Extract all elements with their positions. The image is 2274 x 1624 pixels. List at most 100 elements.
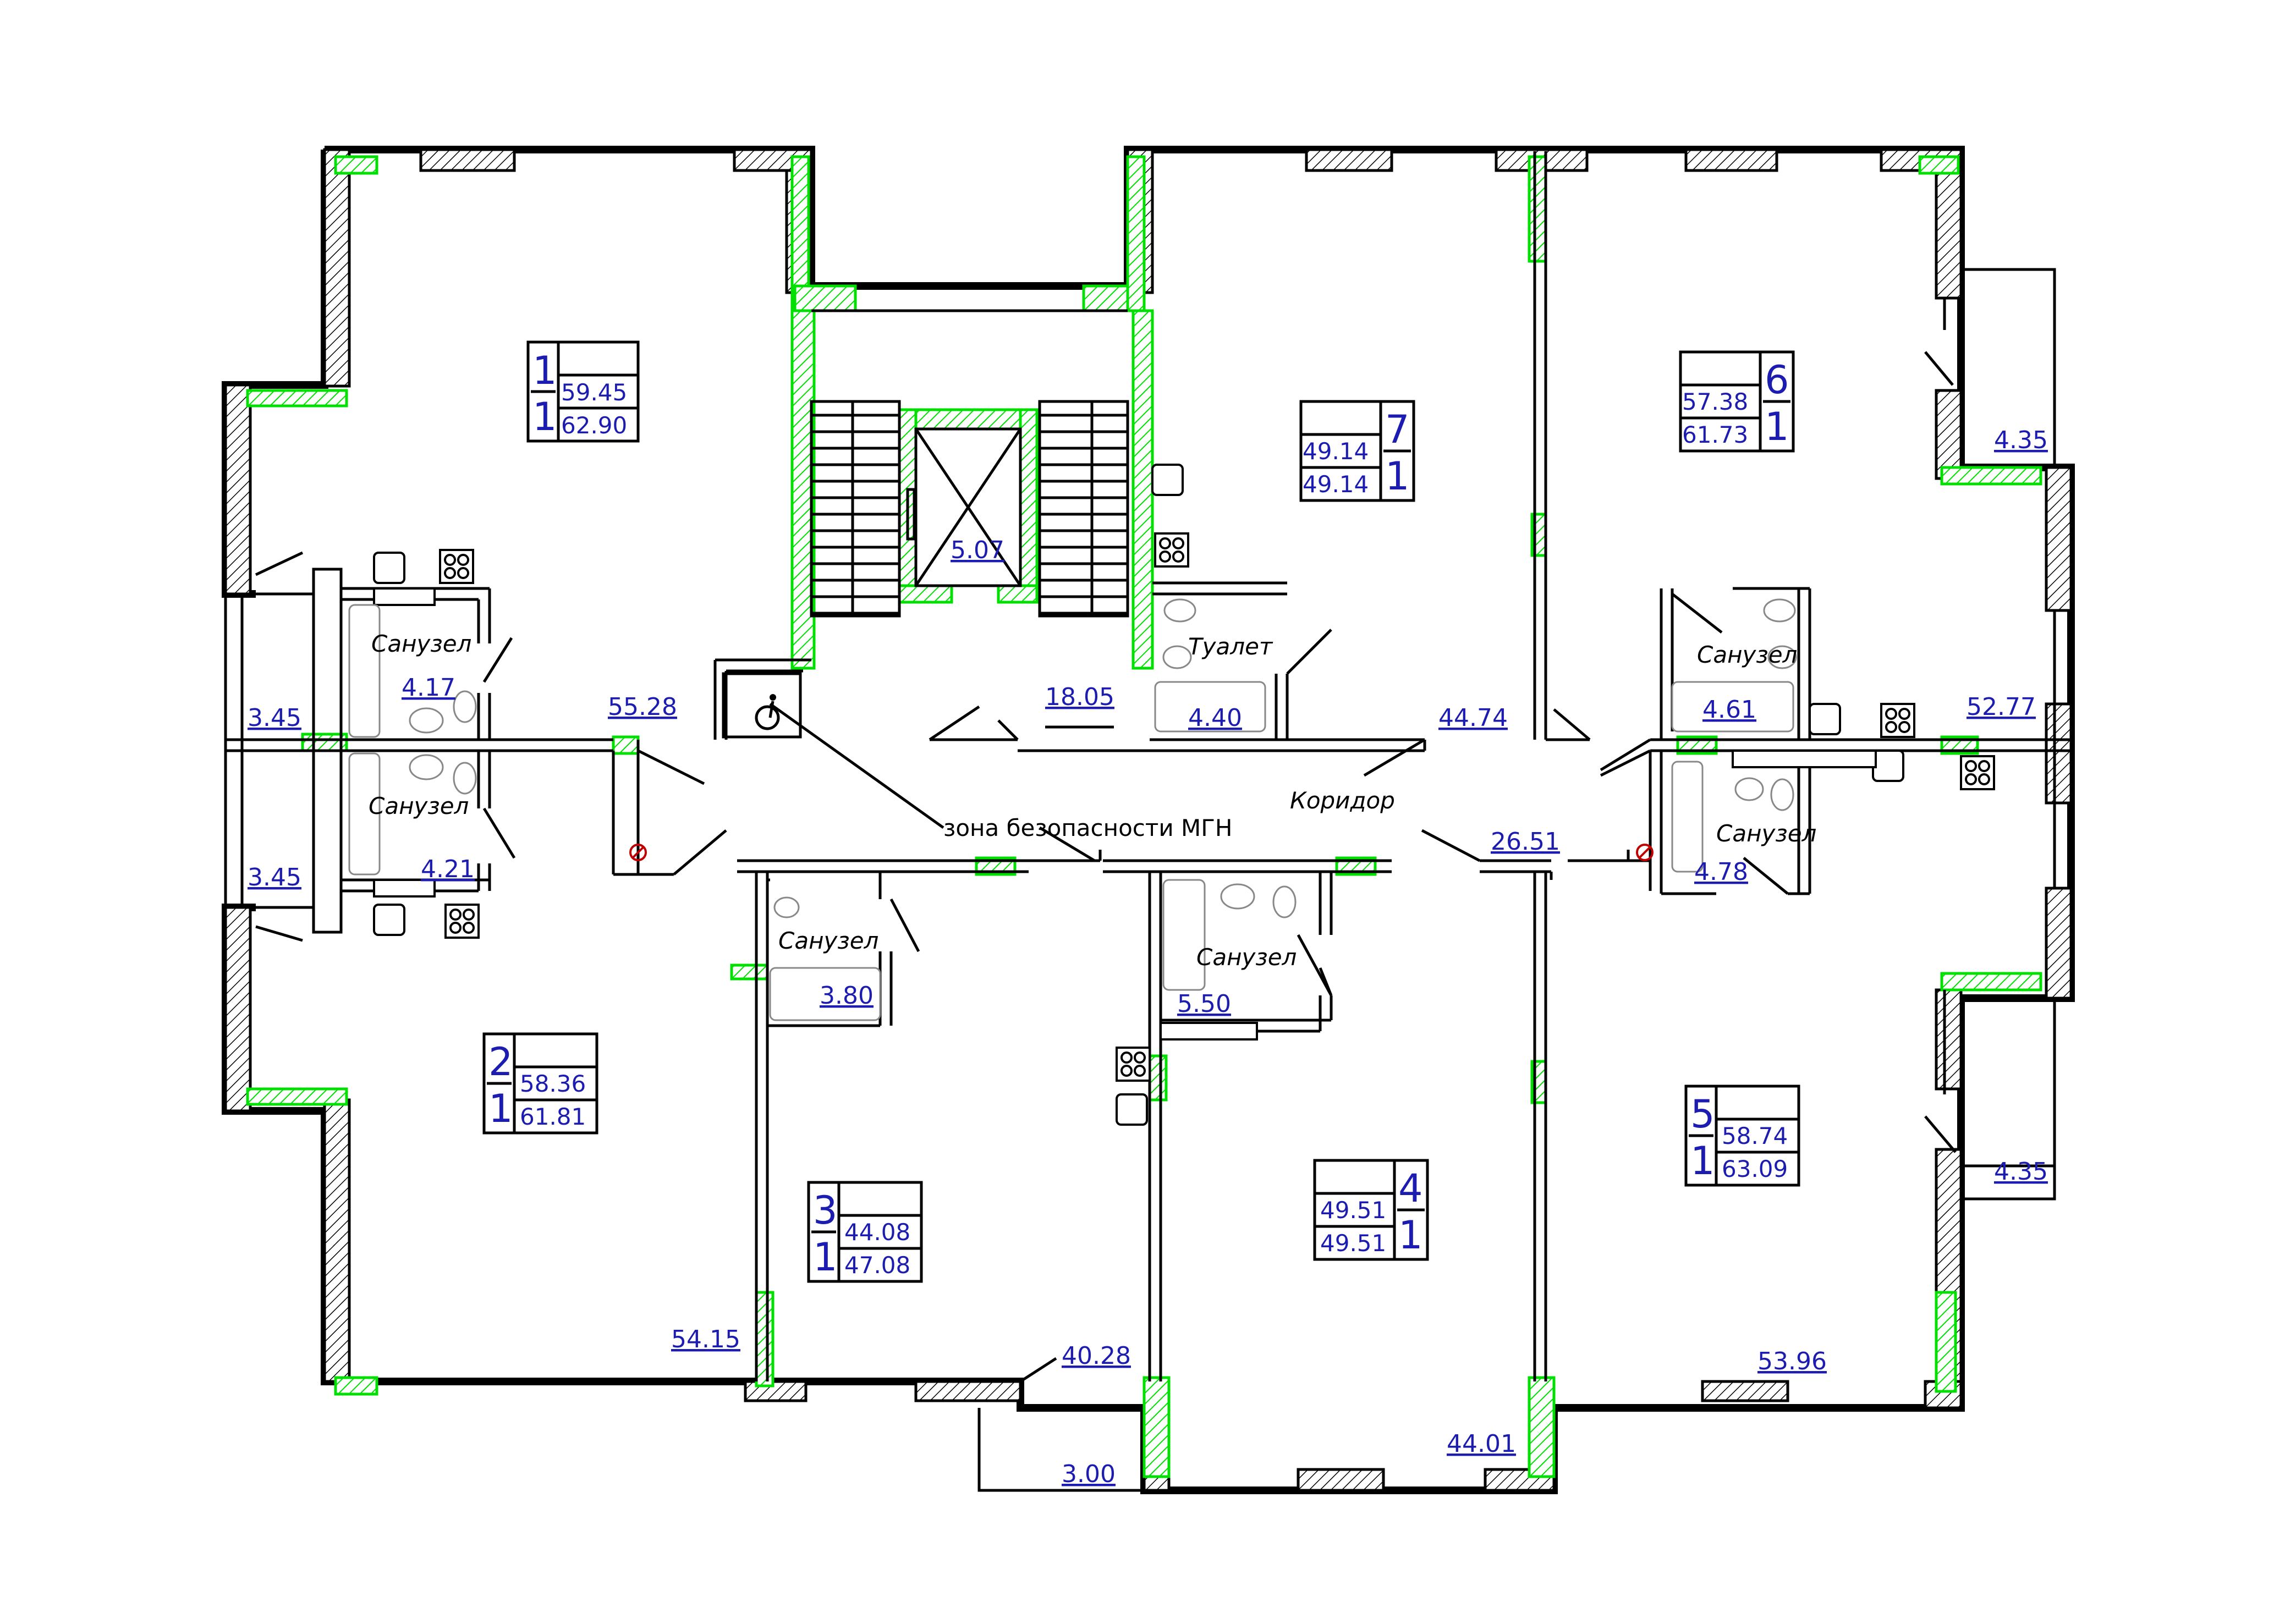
toilet-icon bbox=[453, 690, 477, 723]
balcony-6-area: 4.35 bbox=[1994, 426, 2048, 454]
toilet-icon bbox=[1770, 778, 1794, 811]
apt-rooms: 1 bbox=[1765, 404, 1789, 449]
washbasin-icon bbox=[1734, 777, 1764, 801]
washbasin-icon bbox=[1767, 645, 1797, 669]
stove-icon bbox=[1116, 1047, 1151, 1082]
sink-icon bbox=[1116, 1093, 1148, 1126]
apt-number: 6 bbox=[1765, 357, 1789, 403]
bath-1-area: 4.17 bbox=[402, 674, 455, 702]
washbasin-icon bbox=[1220, 883, 1255, 910]
stove-icon bbox=[1880, 703, 1915, 738]
bathroom-label: Санузел bbox=[369, 792, 469, 819]
toilet-icon bbox=[1763, 598, 1796, 623]
bathtub-icon bbox=[1671, 681, 1794, 733]
bath-6-area: 4.61 bbox=[1702, 696, 1756, 724]
apt-box-3: 3 1 44.08 47.08 bbox=[807, 1181, 923, 1283]
counter bbox=[1160, 1022, 1258, 1041]
elevator bbox=[906, 427, 1022, 587]
balcony-2-area: 3.45 bbox=[248, 863, 301, 891]
toilet-icon bbox=[1163, 598, 1196, 623]
elevator-area: 5.07 bbox=[951, 536, 1004, 564]
apt-box-1: 1 1 59.45 62.90 bbox=[526, 340, 640, 443]
apt-living-area: 57.38 bbox=[1682, 388, 1748, 415]
safety-zone-label: зона безопасности МГН bbox=[943, 814, 1232, 841]
washbasin-icon bbox=[409, 754, 444, 780]
room-7-area: 44.74 bbox=[1438, 704, 1508, 732]
counter bbox=[1732, 750, 1877, 768]
bathtub-icon bbox=[1162, 879, 1206, 991]
stove-icon bbox=[1154, 532, 1189, 568]
toilet-icon bbox=[1272, 885, 1297, 918]
room-3-area: 40.28 bbox=[1062, 1342, 1131, 1370]
balcony-1-area: 3.45 bbox=[248, 704, 301, 732]
apt-box-2: 2 1 58.36 61.81 bbox=[482, 1032, 598, 1135]
apt-living-area: 58.74 bbox=[1722, 1122, 1788, 1149]
bathroom-label: Санузел bbox=[371, 630, 471, 657]
stove-icon bbox=[444, 904, 480, 939]
toilet-icon bbox=[773, 896, 800, 918]
bathtub-icon bbox=[348, 604, 381, 738]
stove-icon bbox=[439, 549, 474, 584]
apt-rooms: 1 bbox=[1385, 454, 1410, 499]
no-entry-icon bbox=[1636, 844, 1654, 861]
bathroom-label: Санузел bbox=[778, 927, 878, 954]
apt-box-6: 6 1 57.38 61.73 bbox=[1679, 350, 1795, 453]
apt-living-area: 49.14 bbox=[1303, 438, 1369, 465]
room-5-area: 53.96 bbox=[1757, 1347, 1827, 1375]
balcony-3-area: 3.00 bbox=[1062, 1460, 1116, 1488]
apt-living-area: 44.08 bbox=[844, 1219, 910, 1246]
apt-total-area: 63.09 bbox=[1722, 1155, 1788, 1182]
counter bbox=[373, 879, 436, 898]
area-labels: 5.07 18.05 55.28 54.15 40.28 44.01 53.96… bbox=[248, 426, 2048, 1488]
apt-box-5: 5 1 58.74 63.09 bbox=[1684, 1084, 1800, 1187]
bathtub-icon bbox=[1154, 681, 1266, 733]
stove-icon bbox=[1960, 755, 1995, 790]
apt-box-4: 4 1 49.51 49.51 bbox=[1313, 1159, 1429, 1261]
apt-number: 7 bbox=[1385, 407, 1410, 452]
stair-hall-area: 18.05 bbox=[1045, 683, 1114, 711]
apt-total-area: 47.08 bbox=[844, 1252, 910, 1279]
bathtub-icon bbox=[769, 967, 881, 1021]
bath-3-area: 3.80 bbox=[820, 982, 874, 1010]
apt-number: 1 bbox=[532, 348, 557, 393]
room-names: Санузел Санузел Санузел Санузел Санузел … bbox=[369, 630, 1816, 971]
bathroom-label: Санузел bbox=[1697, 641, 1797, 668]
washbasin-icon bbox=[1162, 645, 1192, 669]
apt-total-area: 62.90 bbox=[561, 412, 627, 439]
bath-5-area: 4.78 bbox=[1694, 858, 1748, 886]
apt-rooms: 1 bbox=[813, 1235, 838, 1280]
counter bbox=[373, 587, 436, 606]
balcony-5-area: 4.35 bbox=[1994, 1158, 2048, 1186]
apt-living-area: 49.51 bbox=[1320, 1197, 1386, 1224]
bathtub-icon bbox=[1671, 761, 1704, 873]
apt-total-area: 49.14 bbox=[1303, 471, 1369, 498]
sink-icon bbox=[373, 904, 405, 936]
apt-number: 2 bbox=[488, 1039, 513, 1084]
apt-rooms: 1 bbox=[532, 394, 557, 439]
apt-rooms: 1 bbox=[1690, 1138, 1715, 1183]
apt-living-area: 59.45 bbox=[561, 379, 627, 406]
stair-steps bbox=[811, 414, 1128, 615]
toilet-label: Туалет bbox=[1188, 633, 1273, 660]
sink-icon bbox=[1809, 703, 1841, 735]
apt-total-area: 49.51 bbox=[1320, 1230, 1386, 1257]
apt-number: 4 bbox=[1398, 1166, 1423, 1211]
sink-icon bbox=[1872, 750, 1904, 782]
toilet-icon bbox=[453, 762, 477, 795]
washbasin-icon bbox=[409, 707, 444, 734]
fixtures bbox=[348, 464, 1995, 1126]
apt-total-area: 61.73 bbox=[1682, 421, 1748, 448]
apt-number: 3 bbox=[813, 1188, 838, 1233]
bath-4-area: 5.50 bbox=[1177, 990, 1231, 1018]
apt-living-area: 58.36 bbox=[520, 1070, 586, 1097]
sink-icon bbox=[1151, 464, 1184, 496]
partitions bbox=[224, 151, 2073, 1492]
corridor-area: 26.51 bbox=[1491, 828, 1560, 856]
apt-number: 5 bbox=[1690, 1092, 1715, 1137]
room-1-area: 55.28 bbox=[608, 693, 677, 721]
apt-rooms: 1 bbox=[1398, 1213, 1423, 1258]
apt-box-7: 7 1 49.14 49.14 bbox=[1299, 400, 1415, 502]
apt-rooms: 1 bbox=[488, 1086, 513, 1131]
room-4-area: 44.01 bbox=[1447, 1430, 1516, 1458]
